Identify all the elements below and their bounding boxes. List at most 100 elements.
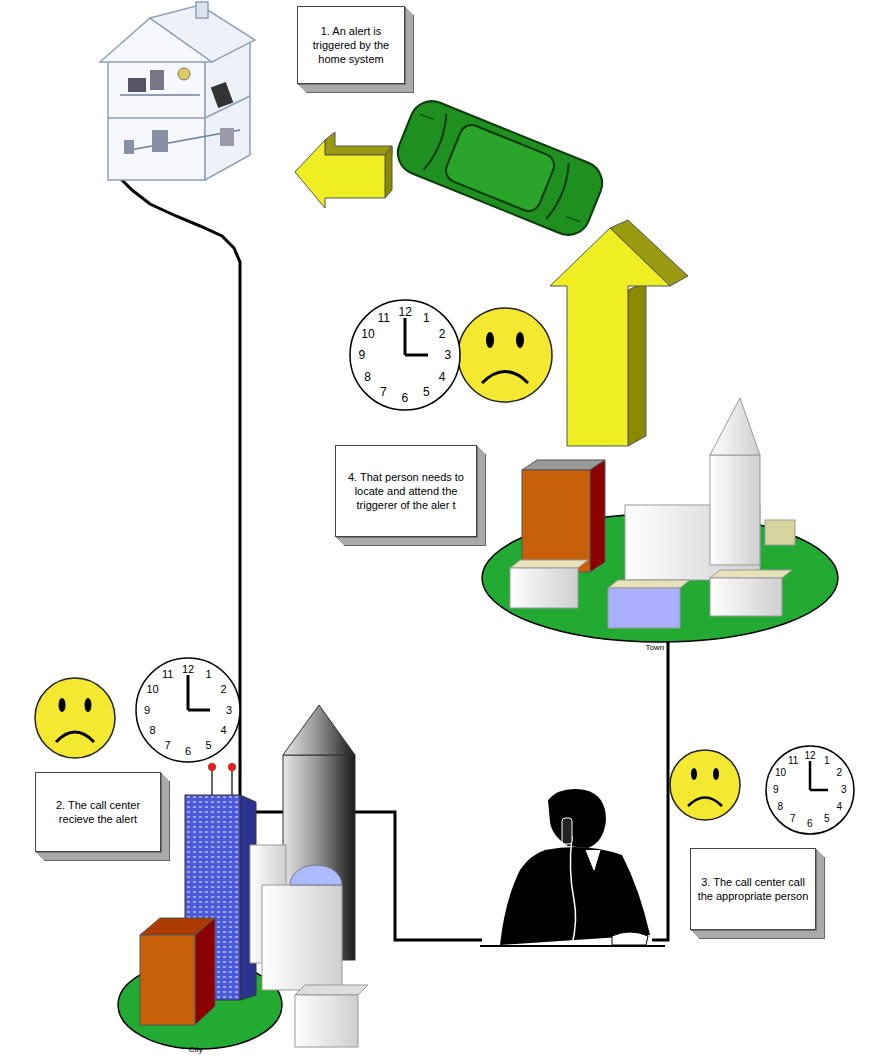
device xyxy=(211,82,234,108)
clock-number: 2 xyxy=(836,768,842,778)
car-window xyxy=(546,163,573,221)
clock-number: 7 xyxy=(165,740,171,751)
car-body xyxy=(391,95,609,242)
clock-number: 10 xyxy=(361,328,374,340)
eye xyxy=(85,698,92,712)
clock-number: 3 xyxy=(445,349,452,361)
clock-number: 9 xyxy=(359,349,366,361)
clock-number: 5 xyxy=(824,814,830,824)
clock-number: 12 xyxy=(182,664,194,675)
step-text: 4. That person needs to locate and atten… xyxy=(342,470,470,512)
clock-number: 7 xyxy=(790,814,796,824)
clock xyxy=(136,658,240,762)
clock xyxy=(350,300,460,410)
device xyxy=(150,70,164,90)
clock-number: 6 xyxy=(402,392,409,404)
church-spire xyxy=(710,398,760,455)
step-text: 2. The call center recieve the alert xyxy=(42,798,154,826)
chimney xyxy=(196,2,208,18)
antenna-light xyxy=(228,763,236,771)
arrow-side xyxy=(385,146,392,198)
face xyxy=(35,678,115,758)
car-line xyxy=(419,114,433,120)
building-top xyxy=(608,580,690,588)
callout-box: 3. The call center call the appropriate … xyxy=(690,848,816,930)
building xyxy=(295,995,358,1047)
building xyxy=(522,470,590,572)
mouth xyxy=(688,798,722,807)
clock-number: 6 xyxy=(807,819,813,829)
eye xyxy=(516,332,524,348)
antenna-light xyxy=(208,763,216,771)
clock-number: 10 xyxy=(146,684,158,695)
device xyxy=(220,128,234,146)
yellow-arrow xyxy=(550,228,670,446)
clock-number: 10 xyxy=(775,768,786,778)
sad-face xyxy=(670,750,740,820)
arrow-side xyxy=(325,132,392,155)
clock xyxy=(766,746,854,834)
clock-number: 4 xyxy=(439,371,446,383)
clock-number: 11 xyxy=(788,756,798,766)
building-top xyxy=(295,985,368,995)
face xyxy=(670,750,740,820)
step-text: 1. An alert is triggered by the home sys… xyxy=(304,24,398,66)
clock-hand xyxy=(809,761,812,790)
desk xyxy=(480,945,665,947)
house-cable xyxy=(120,94,200,96)
church-tower xyxy=(710,455,760,565)
clock-number: 3 xyxy=(226,705,232,716)
clock-number: 9 xyxy=(773,785,779,795)
device xyxy=(178,68,190,80)
building-top xyxy=(710,570,792,578)
clock-hand xyxy=(404,318,407,355)
hand xyxy=(612,932,648,945)
clock-number: 9 xyxy=(144,705,150,716)
clock-number: 2 xyxy=(221,684,227,695)
dome xyxy=(290,865,342,885)
clock-hand xyxy=(188,709,210,712)
tower-cone xyxy=(283,705,355,755)
mouth xyxy=(482,372,528,384)
car-roof xyxy=(442,121,557,214)
clock-number: 8 xyxy=(149,725,155,736)
clock-number: 5 xyxy=(206,740,212,751)
house-floor xyxy=(108,117,205,119)
callout-box: 2. The call center recieve the alert xyxy=(35,772,161,852)
clock-number: 5 xyxy=(423,386,430,398)
building-side xyxy=(590,460,605,572)
clock-number: 1 xyxy=(423,312,430,324)
house xyxy=(100,2,255,180)
house-wall xyxy=(108,60,205,180)
clock-number: 4 xyxy=(221,725,227,736)
car-window xyxy=(424,114,451,172)
eye xyxy=(59,698,66,712)
clock-number: 11 xyxy=(378,312,390,324)
clock-number: 6 xyxy=(185,746,191,757)
building-side xyxy=(195,918,215,1025)
building xyxy=(710,578,782,616)
device xyxy=(124,140,134,154)
clock-number: 8 xyxy=(778,802,784,812)
clock-hand xyxy=(810,789,828,792)
clock-number: 8 xyxy=(364,371,371,383)
building xyxy=(510,568,578,608)
clock-number: 11 xyxy=(162,669,173,680)
building xyxy=(140,935,195,1025)
clock-face xyxy=(766,746,854,834)
device xyxy=(152,130,168,152)
car xyxy=(391,95,609,242)
clock-face xyxy=(350,300,460,410)
callout-box: 1. An alert is triggered by the home sys… xyxy=(297,6,405,84)
clock-hand xyxy=(187,675,190,710)
clock-number: 12 xyxy=(399,306,412,318)
step-text: 3. The call center call the appropriate … xyxy=(697,875,809,903)
face xyxy=(458,308,552,402)
person-head xyxy=(548,789,606,848)
clock-number: 3 xyxy=(841,785,847,795)
clock-hand xyxy=(405,354,428,357)
sad-face xyxy=(35,678,115,758)
callout-box: 4. That person needs to locate and atten… xyxy=(335,445,477,537)
building xyxy=(262,885,342,990)
